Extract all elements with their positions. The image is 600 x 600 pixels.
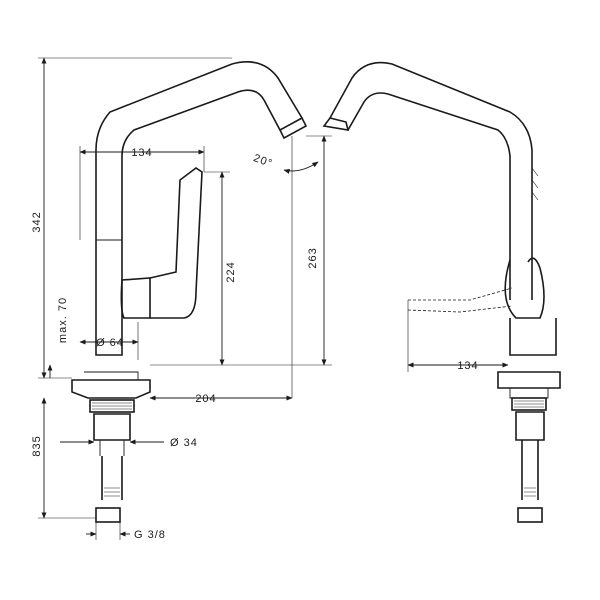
label-342: 342	[31, 211, 43, 232]
label-g38: G 3/8	[134, 529, 166, 541]
label-dia-64: Ø 64	[96, 337, 124, 349]
label-134-top: 134	[131, 147, 152, 159]
label-20-deg: 20°	[252, 152, 275, 170]
dimension-lines	[38, 57, 509, 540]
label-dia-34: Ø 34	[170, 437, 198, 449]
left-faucet	[71, 61, 308, 523]
label-134-pullout: 134	[457, 360, 478, 372]
right-faucet	[322, 61, 561, 523]
label-max-70: max. 70	[57, 297, 69, 343]
label-224: 224	[225, 261, 237, 282]
label-263: 263	[307, 247, 319, 268]
dimension-labels: 342 max. 70 835 134 20° 224 263 Ø 64 204…	[31, 147, 478, 541]
label-835: 835	[31, 435, 43, 456]
label-204: 204	[195, 393, 216, 405]
